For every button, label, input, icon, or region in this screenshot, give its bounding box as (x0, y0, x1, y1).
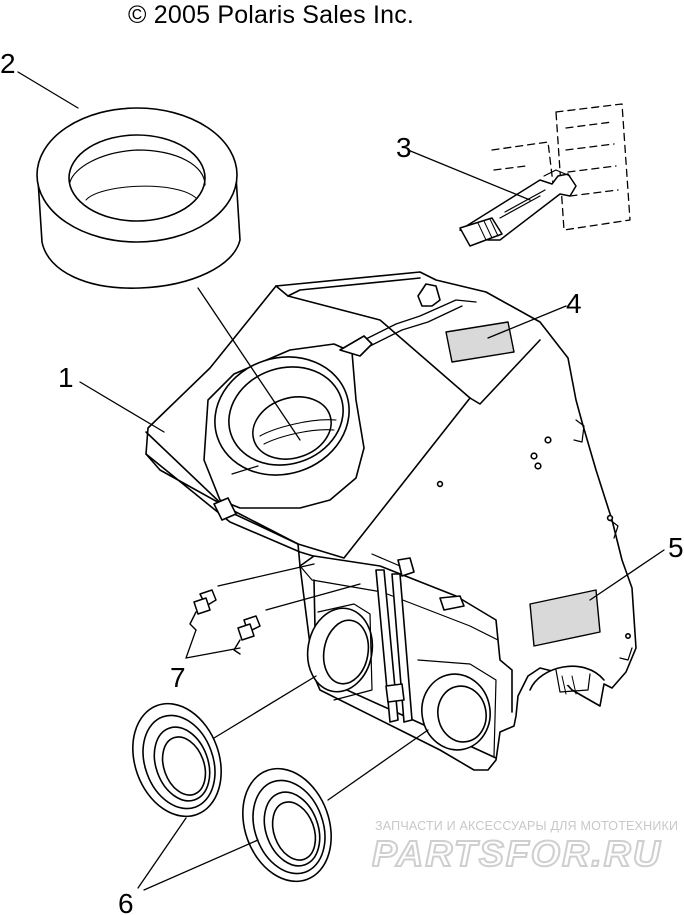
callout-6: 6 (118, 888, 134, 915)
part-5-decal (529, 589, 601, 647)
callout-1: 1 (58, 362, 74, 393)
part-6-seal-left (132, 702, 222, 818)
part-2-foam-ring (36, 107, 241, 289)
leader-lines (17, 71, 665, 891)
copyright-notice: © 2005 Polaris Sales Inc. (128, 1, 415, 29)
part-4-decal (445, 321, 515, 363)
callout-2: 2 (0, 48, 16, 79)
callout-4: 4 (566, 288, 582, 319)
watermark-caption: ЗАПЧАСТИ И АКСЕССУАРЫ ДЛЯ МОТОТЕХНИКИ (375, 819, 679, 833)
part-7-fitting-upper (189, 589, 217, 631)
callout-5: 5 (668, 532, 684, 563)
watermark-logo: PARTSFOR.RU (372, 834, 662, 874)
part-3-strap (459, 103, 631, 247)
svg-text:PARTSFOR.RU: PARTSFOR.RU (372, 834, 662, 874)
callout-3: 3 (396, 132, 412, 163)
callout-7: 7 (170, 662, 186, 693)
part-7-fitting-lower (233, 615, 261, 655)
part-6-seal-right (242, 767, 332, 883)
part-1-airbox-housing (145, 271, 637, 771)
